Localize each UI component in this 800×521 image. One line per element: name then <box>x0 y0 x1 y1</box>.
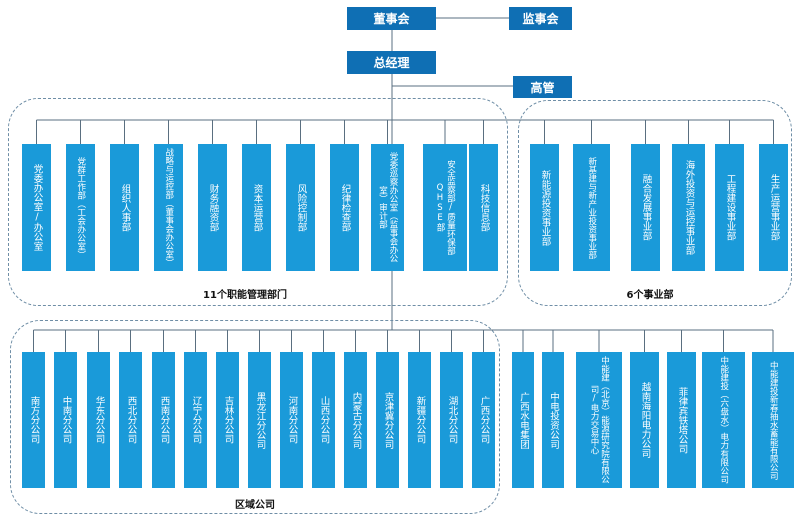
subsidiary-5: 菲律宾铁塔公司 <box>667 352 696 488</box>
regional-company-6: 辽宁分公司 <box>184 352 207 488</box>
regional-company-12: 京津冀分公司 <box>376 352 399 488</box>
subsidiary-2: 中电投资公司 <box>542 352 564 488</box>
functional-departments-group <box>8 98 508 306</box>
subsidiary-3: 中能建（北京）能源研究院有限公司/电力交易中心 <box>576 352 622 488</box>
regional-company-5: 西南分公司 <box>152 352 175 488</box>
functional-dept-4: 战略与运控部（董事会办公室） <box>154 144 183 271</box>
functional-dept-1: 党委办公室/办公室 <box>22 144 51 271</box>
functional-dept-3: 组织人事部 <box>110 144 139 271</box>
senior-management-box: 高管 <box>513 76 572 98</box>
business-unit-5: 工程建设事业部 <box>715 144 744 271</box>
functional-departments-caption: 11个职能管理部门 <box>203 290 287 301</box>
regional-company-8: 黑龙江分公司 <box>248 352 271 488</box>
regional-company-13: 新疆分公司 <box>408 352 431 488</box>
functional-dept-6: 资本运营部 <box>242 144 271 271</box>
business-units-group <box>518 100 792 306</box>
subsidiary-7: 中能建投新春抽水蓄能有限公司 <box>752 352 794 488</box>
subsidiary-4: 越南海阳电力公司 <box>630 352 659 488</box>
regional-company-15: 广西分公司 <box>472 352 495 488</box>
regional-companies-group <box>10 320 500 514</box>
business-unit-2: 新基建与新产业投资事业部 <box>573 144 610 271</box>
regional-company-10: 山西分公司 <box>312 352 335 488</box>
functional-dept-2: 党群工作部（工会办公室） <box>66 144 95 271</box>
functional-dept-9: 党委巡察办公室（监事会办公室）审计部 <box>371 144 404 271</box>
functional-dept-10: 安全监察部/质量环保部QHSE部 <box>423 144 467 271</box>
regional-company-7: 吉林分公司 <box>216 352 239 488</box>
subsidiary-6: 中能建投（六盘水）电力有限公司 <box>702 352 745 488</box>
functional-dept-7: 风险控制部 <box>286 144 315 271</box>
functional-dept-11: 科技信息部 <box>469 144 498 271</box>
regional-company-14: 湖北分公司 <box>440 352 463 488</box>
regional-company-2: 中南分公司 <box>54 352 77 488</box>
business-unit-1: 新能源投资事业部 <box>530 144 559 271</box>
business-unit-4: 海外投资与运控事业部 <box>672 144 705 271</box>
regional-company-3: 华东分公司 <box>87 352 110 488</box>
functional-dept-5: 财务融资部 <box>198 144 227 271</box>
functional-dept-8: 纪律检查部 <box>330 144 359 271</box>
regional-company-11: 内蒙古分公司 <box>344 352 367 488</box>
general-manager-box: 总经理 <box>347 51 436 74</box>
subsidiary-1: 广西水电集团 <box>512 352 534 488</box>
supervisors-box: 监事会 <box>509 7 572 30</box>
regional-company-9: 河南分公司 <box>280 352 303 488</box>
board-box: 董事会 <box>347 7 436 30</box>
regional-company-4: 西北分公司 <box>119 352 142 488</box>
regional-company-1: 南方分公司 <box>22 352 45 488</box>
business-units-caption: 6个事业部 <box>626 290 674 301</box>
regional-companies-caption: 区域公司 <box>235 500 275 511</box>
business-unit-6: 生产运营事业部 <box>759 144 788 271</box>
business-unit-3: 融合发展事业部 <box>631 144 660 271</box>
